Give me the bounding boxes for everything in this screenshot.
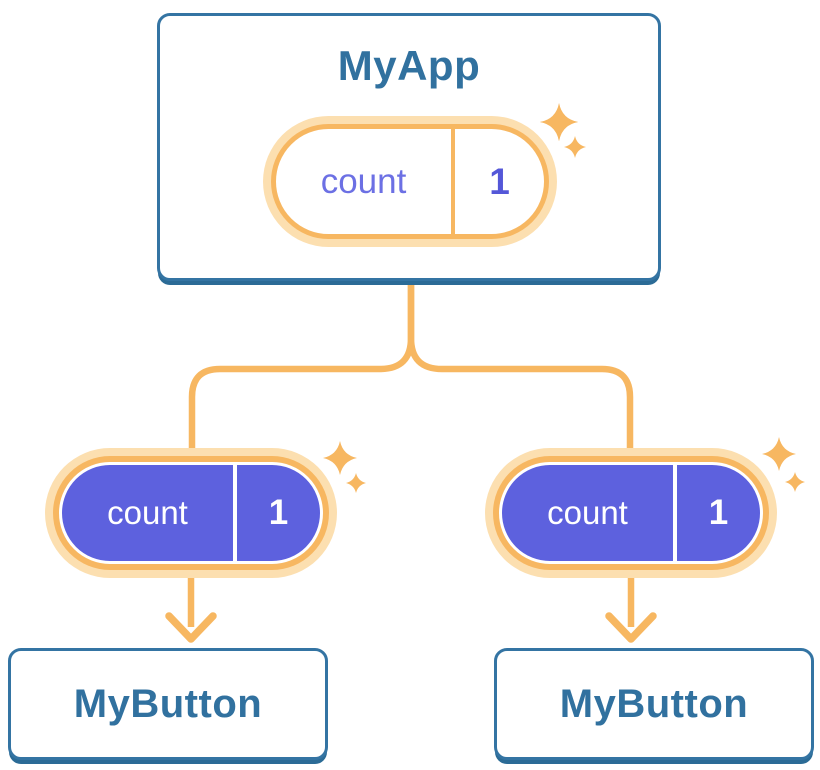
sparkle-icon-small — [785, 472, 805, 492]
component-card-myapp: MyApp count 1 — [157, 13, 661, 281]
arrow-down-icon — [605, 612, 657, 643]
component-card-mybutton-left: MyButton — [8, 648, 328, 760]
pill-divider — [233, 465, 237, 561]
component-title-mybutton: MyButton — [559, 681, 749, 726]
prop-name-label: count — [107, 494, 188, 531]
fork-branch-left — [188, 285, 415, 452]
pill-divider — [673, 465, 677, 561]
pill-divider — [451, 129, 455, 234]
prop-pill-right: count 1 — [499, 462, 763, 564]
component-card-mybutton-right: MyButton — [494, 648, 814, 760]
state-value: 1 — [489, 160, 510, 202]
prop-value: 1 — [708, 493, 729, 532]
sparkle-icon-small — [346, 473, 366, 493]
sparkle-icon — [323, 441, 357, 475]
prop-value: 1 — [268, 493, 289, 532]
state-pill: count 1 — [271, 124, 549, 239]
sparkle-icon — [762, 437, 796, 471]
arrow-down-icon — [165, 612, 217, 643]
component-title-myapp: MyApp — [337, 42, 481, 89]
prop-pill-left: count 1 — [59, 462, 323, 564]
fork-branch-right — [407, 285, 634, 452]
state-name-label: count — [320, 161, 407, 201]
component-title-mybutton: MyButton — [73, 681, 263, 726]
prop-name-label: count — [547, 494, 628, 531]
